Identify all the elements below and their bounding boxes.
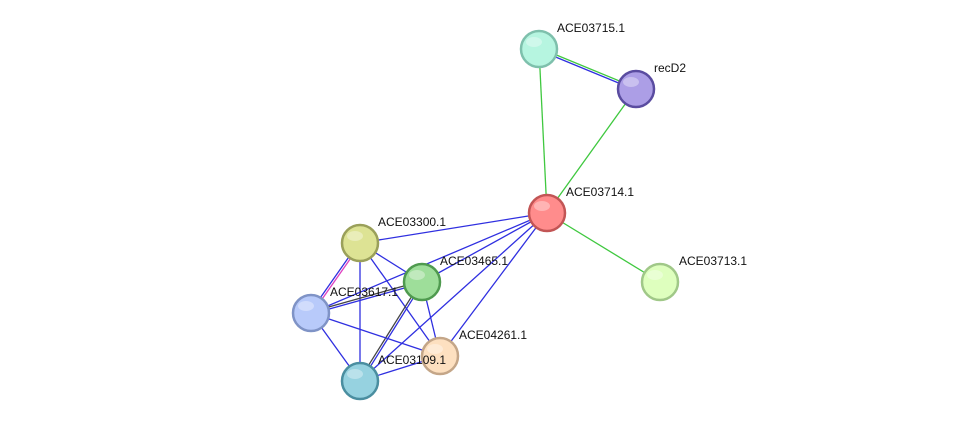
- edge-ace03714-ace03465-blue: [421, 212, 548, 283]
- node-ace03617[interactable]: ACE03617.1: [291, 285, 398, 333]
- edge-ace03617-ace04261-blue: [310, 312, 441, 357]
- node-highlight-ace03465: [409, 270, 425, 280]
- node-circle-ace03617[interactable]: [291, 293, 331, 333]
- node-highlight-ace03109: [347, 369, 363, 379]
- node-ace03109[interactable]: ACE03109.1: [340, 353, 446, 401]
- node-recd2[interactable]: recD2: [616, 61, 686, 109]
- edge-ace03300-ace04261-blue: [359, 242, 441, 357]
- node-circle-ace03715[interactable]: [519, 29, 559, 69]
- node-label-ace03714: ACE03714.1: [566, 185, 634, 199]
- node-label-recd2: recD2: [654, 61, 686, 75]
- node-label-ace03109: ACE03109.1: [378, 353, 446, 367]
- node-highlight-ace03714: [534, 201, 550, 211]
- node-layer: ACE03715.1recD2ACE03714.1ACE03713.1ACE03…: [291, 21, 747, 401]
- node-ace04261[interactable]: ACE04261.1: [420, 328, 527, 376]
- node-label-ace03465: ACE03465.1: [440, 254, 508, 268]
- node-highlight-recd2: [623, 77, 639, 87]
- edge-ace03465-ace03109-dark: [358, 281, 422, 381]
- node-highlight-ace03713: [647, 270, 663, 280]
- node-highlight-ace04261: [427, 344, 443, 354]
- edge-ace03465-ace03109-blue: [360, 282, 424, 382]
- node-highlight-ace03715: [526, 37, 542, 47]
- node-ace03300[interactable]: ACE03300.1: [340, 215, 446, 263]
- node-ace03713[interactable]: ACE03713.1: [640, 254, 747, 302]
- node-ace03715[interactable]: ACE03715.1: [519, 21, 625, 69]
- node-label-ace03300: ACE03300.1: [378, 215, 446, 229]
- edge-ace03714-ace03713-green: [546, 212, 661, 283]
- edge-recd2-ace03714-green: [546, 88, 637, 214]
- edge-ace03714-ace03109-blue: [359, 212, 548, 382]
- node-circle-ace04261[interactable]: [420, 336, 460, 376]
- node-circle-ace03714[interactable]: [527, 193, 567, 233]
- edge-ace03715-ace03714-green: [538, 48, 548, 214]
- node-ace03465[interactable]: ACE03465.1: [402, 254, 508, 302]
- node-label-ace03617: ACE03617.1: [330, 285, 398, 299]
- node-circle-ace03109[interactable]: [340, 361, 380, 401]
- node-label-ace03715: ACE03715.1: [557, 21, 625, 35]
- node-highlight-ace03617: [298, 301, 314, 311]
- edge-ace03714-ace04261-blue: [439, 212, 548, 357]
- node-label-ace03713: ACE03713.1: [679, 254, 747, 268]
- node-circle-recd2[interactable]: [616, 69, 656, 109]
- node-highlight-ace03300: [347, 231, 363, 241]
- node-circle-ace03300[interactable]: [340, 223, 380, 263]
- node-label-ace04261: ACE04261.1: [459, 328, 527, 342]
- edge-ace03714-ace03617-blue: [310, 212, 548, 314]
- node-circle-ace03465[interactable]: [402, 262, 442, 302]
- edge-ace03714-ace03300-blue: [359, 212, 548, 244]
- node-circle-ace03713[interactable]: [640, 262, 680, 302]
- node-ace03714[interactable]: ACE03714.1: [527, 185, 634, 233]
